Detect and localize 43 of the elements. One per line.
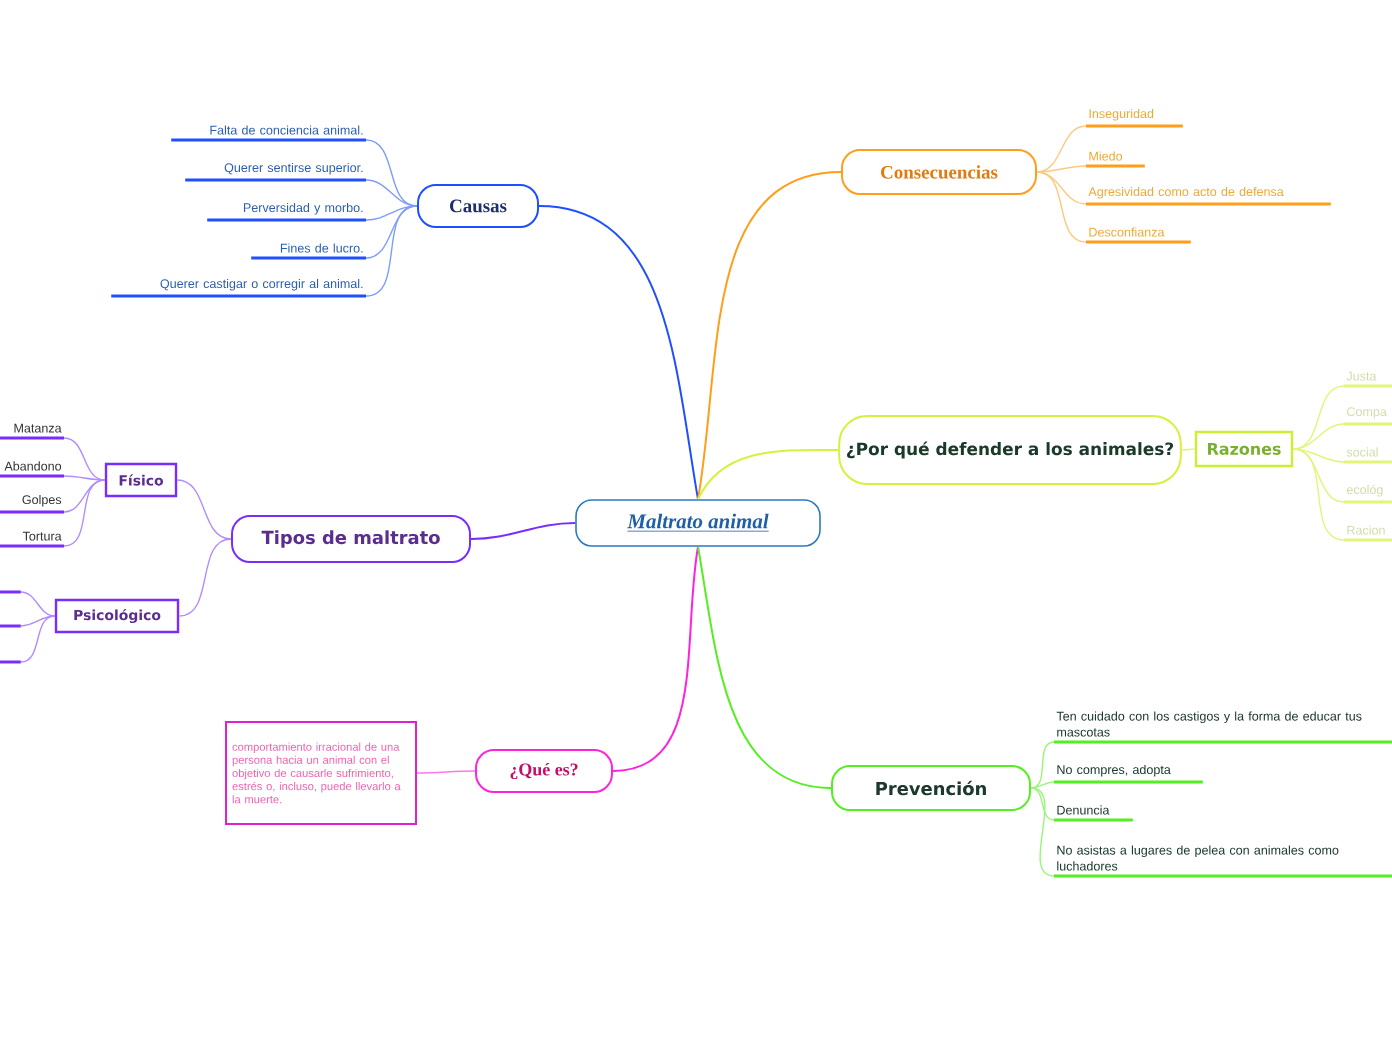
connector — [416, 770, 476, 774]
connector — [178, 538, 232, 617]
empty-leaf-line — [0, 624, 21, 628]
connector — [1036, 125, 1087, 173]
connector — [20, 591, 56, 617]
connector — [1030, 787, 1055, 821]
connector — [176, 479, 232, 540]
empty-leaf-line — [0, 660, 21, 664]
connector — [63, 475, 106, 481]
connector — [697, 545, 832, 789]
connector — [1030, 781, 1055, 789]
connector — [1292, 448, 1345, 503]
connector — [1292, 385, 1345, 450]
connector — [365, 179, 418, 207]
connector — [63, 479, 106, 513]
central-topic: Maltrato animal — [575, 499, 821, 547]
connector — [365, 205, 418, 259]
connector — [365, 139, 418, 207]
connector — [63, 437, 106, 481]
topic-node: Prevención — [831, 765, 1031, 811]
connector — [470, 522, 577, 540]
connector — [20, 615, 56, 663]
connector — [1036, 171, 1087, 243]
connector — [697, 171, 842, 501]
topic-node: ¿Qué es? — [475, 749, 613, 793]
connector — [1036, 171, 1087, 205]
topic-node: Causas — [417, 184, 539, 228]
topic-node: Tipos de maltrato — [231, 515, 471, 563]
connector — [365, 205, 418, 297]
connector — [1036, 165, 1087, 173]
connector — [1292, 448, 1345, 541]
connector — [697, 448, 840, 501]
topic-node: Consecuencias — [841, 149, 1037, 195]
connector — [20, 615, 56, 627]
connector — [538, 205, 699, 501]
connector — [612, 545, 699, 772]
empty-leaf-line — [0, 590, 21, 594]
topic-node: ¿Por qué defender a los animales? — [838, 415, 1182, 485]
connector — [1181, 448, 1196, 451]
connector — [63, 479, 106, 547]
connector — [1030, 787, 1055, 877]
connector — [1292, 423, 1345, 450]
connector — [1030, 741, 1055, 789]
